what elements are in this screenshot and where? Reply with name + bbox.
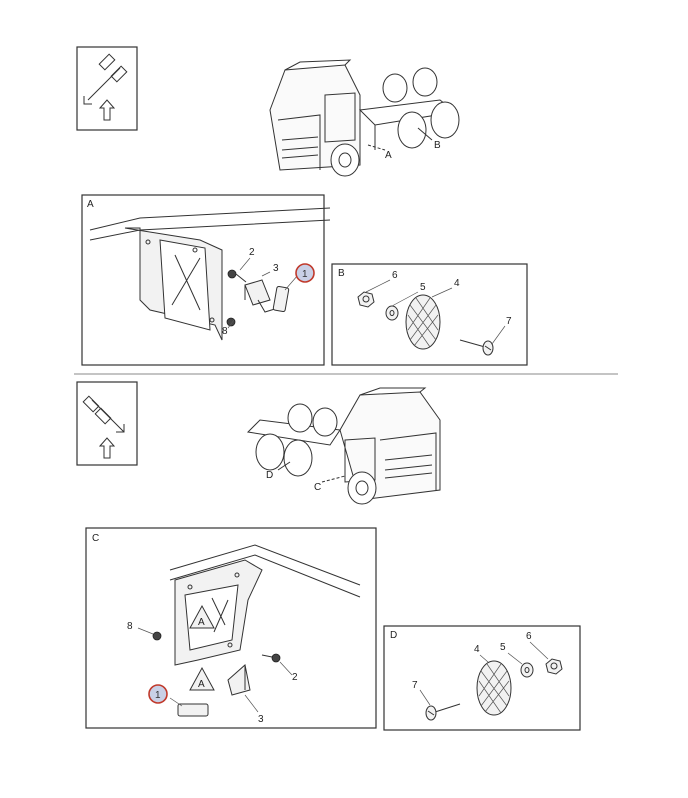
panel-c-title: C [92, 533, 99, 544]
panel-d-part-7: 7 [412, 680, 418, 691]
panel-c-part-8: 8 [127, 621, 133, 632]
warning-mark-1: A [198, 617, 205, 628]
reflector-disc-part [405, 294, 441, 350]
warning-mark-2: A [198, 679, 205, 690]
washer-part [385, 305, 399, 321]
panel-b-part-4: 4 [454, 278, 460, 289]
panel-a-part-8: 8 [222, 326, 228, 337]
view-label-a-top: A [385, 150, 392, 161]
screw-part [459, 339, 494, 356]
panel-b: B 6 5 4 7 [331, 263, 528, 366]
panel-c: C A A 8 [85, 527, 377, 729]
screw-part [425, 703, 461, 721]
panel-d: D 7 4 5 6 [383, 625, 581, 731]
reflector-part [272, 285, 290, 313]
warning-triangle-1: A [189, 604, 215, 629]
panel-c-part-1: 1 [155, 690, 161, 701]
bolt-part [261, 653, 281, 663]
warning-triangle-2: A [189, 666, 215, 691]
callout-part-1-c: 1 [148, 684, 168, 704]
panel-d-title: D [390, 630, 397, 641]
panel-a-part-1: 1 [302, 269, 308, 280]
panel-a-part-3: 3 [273, 263, 279, 274]
nut-part [545, 658, 563, 675]
bracket-part [227, 664, 251, 696]
panel-d-part-5: 5 [500, 642, 506, 653]
nut-part [357, 291, 375, 308]
bolt-part [227, 269, 247, 283]
washer-part [520, 662, 534, 678]
panel-a-title: A [87, 199, 94, 210]
orientation-icon-bottom [76, 381, 138, 466]
panel-b-part-5: 5 [420, 282, 426, 293]
panel-b-title: B [338, 268, 345, 279]
panel-c-part-2: 2 [292, 672, 298, 683]
truck-illustration-bottom [246, 387, 441, 505]
reflector-part [177, 703, 209, 717]
view-label-c-bottom: C [314, 482, 321, 493]
view-label-b-top: B [434, 140, 441, 151]
nut-part [226, 317, 236, 327]
nut-part [152, 631, 162, 641]
panel-b-part-7: 7 [506, 316, 512, 327]
panel-a: A 2 3 1 8 [81, 194, 331, 366]
panel-d-part-4: 4 [474, 644, 480, 655]
callout-part-1-a: 1 [295, 263, 315, 283]
orientation-icon-top [76, 46, 138, 131]
truck-illustration-top [269, 59, 460, 177]
panel-b-part-6: 6 [392, 270, 398, 281]
panel-c-part-3: 3 [258, 714, 264, 725]
view-label-d-bottom: D [266, 470, 273, 481]
reflector-disc-part [476, 660, 512, 716]
panel-a-part-2: 2 [249, 247, 255, 258]
panel-d-part-6: 6 [526, 631, 532, 642]
